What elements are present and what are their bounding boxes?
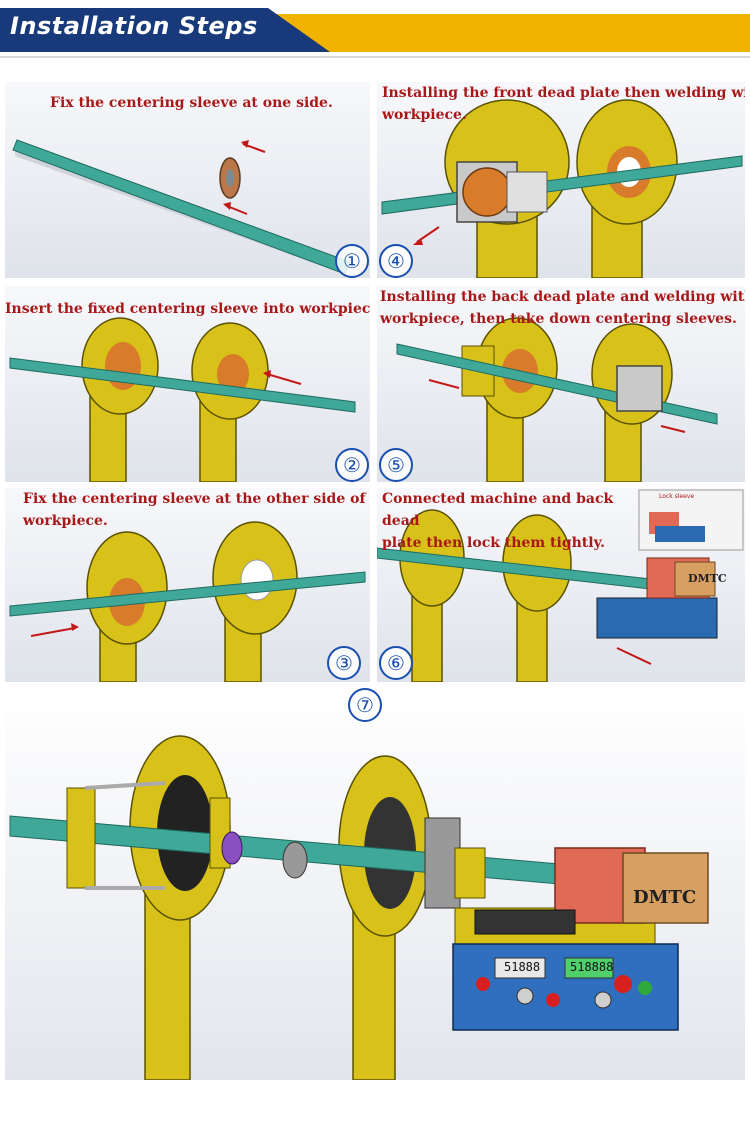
step-5-caption: Installing the back dead plate and weldi…: [380, 289, 745, 327]
step-2-number: ②: [335, 448, 369, 482]
step-3-caption: Fix the centering sleeve at the other si…: [23, 491, 366, 529]
step-5-number: ⑤: [379, 448, 413, 482]
machine-brand-small: DMTC: [688, 572, 727, 585]
header-divider: [0, 56, 750, 58]
step-4-number: ④: [379, 244, 413, 278]
inset-label: Lock sleeve: [659, 493, 695, 500]
page-title: Installation Steps: [10, 12, 258, 40]
step-3-number: ③: [327, 646, 361, 680]
step-2-panel: Insert the fixed centering sleeve into w…: [5, 286, 370, 482]
step-2-illustration: [9, 317, 356, 482]
step-7-number: ⑦: [348, 688, 382, 722]
step-6-panel: Connected machine and back dead plate th…: [377, 488, 745, 682]
step-1-number: ①: [335, 244, 369, 278]
step-5-illustration: [396, 317, 718, 482]
step-1-caption: Fix the centering sleeve at one side.: [50, 95, 333, 111]
step-3-illustration: [9, 521, 366, 682]
display-right: 518888: [570, 960, 614, 974]
step-7-panel: DMTC 51888 518888 ⑦: [5, 688, 745, 1080]
step-4-caption: Installing the front dead plate then wel…: [382, 85, 745, 123]
header-blue-tab: [0, 8, 330, 52]
step-5-panel: Installing the back dead plate and weldi…: [377, 286, 745, 482]
header-banner: Installation Steps: [0, 0, 750, 54]
step-1-illustration: [12, 139, 355, 278]
display-left: 51888: [504, 960, 541, 974]
step-4-illustration: [381, 99, 743, 278]
step-2-caption: Insert the fixed centering sleeve into w…: [5, 301, 370, 317]
step-6-illustration: [377, 489, 744, 682]
step-4-panel: Installing the front dead plate then wel…: [377, 82, 745, 278]
step-6-number: ⑥: [379, 646, 413, 680]
machine-brand-large: DMTC: [633, 887, 697, 908]
step-3-panel: Fix the centering sleeve at the other si…: [5, 488, 370, 682]
step-6-caption: Connected machine and back dead plate th…: [382, 491, 614, 551]
step-1-panel: Fix the centering sleeve at one side. ①: [5, 82, 370, 278]
step-7-illustration: [9, 735, 709, 1080]
